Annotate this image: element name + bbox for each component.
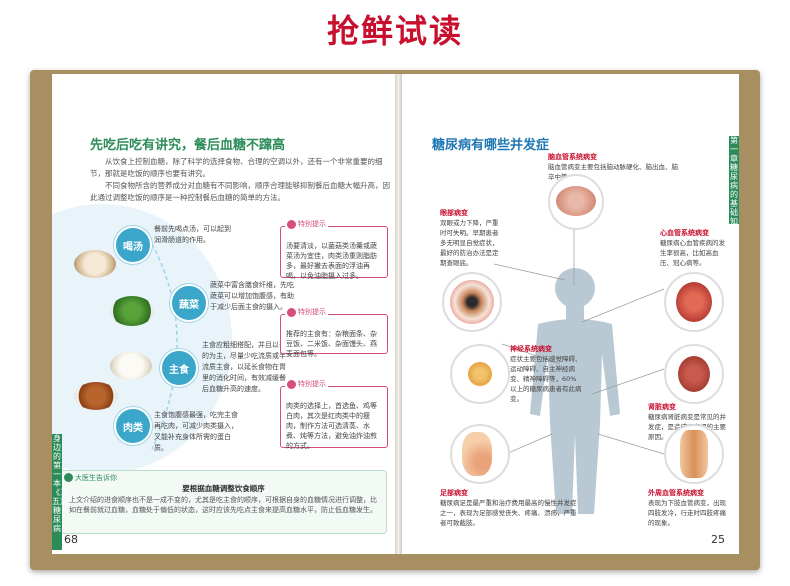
right-side-tab: 第一章 糖尿病的基础知识: [729, 136, 739, 235]
tip-soup-text: 汤要清淡，以菌菇类汤羹或蔬菜汤为宜佳，肉类汤重则脂肪多，最好撇去表面的浮油再喝，…: [286, 242, 377, 280]
comp-nerve-title: 神经系统病变: [510, 345, 552, 353]
tip-icon: [287, 379, 296, 389]
tip-soup: 特别提示 汤要清淡，以菌菇类汤羹或蔬菜汤为宜佳，肉类汤重则脂肪多，最好撇去表面的…: [280, 219, 388, 280]
intro-paragraph-1: 从饮食上控制血糖，除了科学的选择食物、合理的空调以外，还有一个非常重要的细节，那…: [90, 157, 383, 178]
soup-bowl-image: [74, 250, 116, 278]
rice-bowl-image: [110, 352, 152, 380]
step-vegetable-label: 蔬菜: [179, 299, 199, 311]
eye-image: [442, 272, 502, 332]
comp-nerve-text: 症状主要包括感觉障碍、运动障碍、自主神经病变、精神障碍等，60%以上的糖尿病患者…: [510, 355, 582, 403]
tip-meat: 特别提示 肉类的选择上，首选鱼、鸡等白肉，其次是红肉类中的瘦肉，制作方法可选清蒸…: [280, 379, 388, 450]
brain-image: [548, 174, 604, 230]
step-staple-badge: 主食: [160, 349, 198, 387]
comp-vessel-title: 外周血管系统病变: [648, 489, 704, 497]
step-soup-text: 餐前先喝点汤，可以起到润滑肠道的作用。: [154, 225, 231, 244]
intro-paragraph-2: 不同食物所含的营养成分对血糖有不同影响，顺序合理能够抑制餐后血糖大幅升高，因此通…: [90, 181, 390, 202]
meat-dish-image: [74, 382, 118, 410]
connector-lines: [493, 209, 665, 455]
right-page-number: 25: [711, 533, 725, 546]
tip-meat-text: 肉类的选择上，首选鱼、鸡等白肉，其次是红肉类中的瘦肉，制作方法可选清蒸、水煮、炖…: [286, 402, 377, 450]
comp-brain-title: 脑血管系统病变: [548, 153, 597, 161]
doctor-icon: [64, 473, 73, 482]
left-side-tab-text: 身边的第一本《三五》糖尿病: [52, 434, 68, 533]
left-section-title: 先吃后吃有讲究，餐后血糖不蹿高: [90, 138, 286, 153]
comp-kidney-title: 肾脏病变: [648, 403, 676, 411]
step-soup-badge: 喝汤: [114, 226, 152, 264]
tip-staple-label-text: 特别提示: [298, 308, 326, 316]
step-soup-label: 喝汤: [123, 241, 143, 253]
left-side-tab: 身边的第一本《三五》糖尿病: [52, 434, 68, 550]
tip-icon: [287, 219, 296, 229]
step-vegetable-text: 蔬菜中富含膳食纤维，先吃蔬菜可以增加饱腹感，有助于减少后面主食的摄入。: [210, 281, 294, 311]
doctor-text: 上文介绍的进食顺序也不是一成不变的，尤其是吃主食的顺序，可根据自身的血糖情况进行…: [69, 496, 377, 514]
nerve-image: [450, 344, 510, 404]
left-page: 先吃后吃有讲究，餐后血糖不蹿高 从饮食上控制血糖，除了科学的选择食物、合理的空调…: [52, 74, 395, 554]
doctor-title: 要根据血糖调整饮食顺序: [182, 484, 265, 493]
doctor-advice-box: 大医生告诉你 要根据血糖调整饮食顺序 上文介绍的进食顺序也不是一成不变的，尤其是…: [60, 470, 387, 534]
right-section-title: 糖尿病有哪些并发症: [432, 138, 550, 153]
comp-heart-text: 糖尿病心血管疾病的发生率很高，比如高血压、冠心病等。: [660, 239, 725, 267]
banner: 抢鲜试读: [0, 0, 790, 60]
book-spine: [395, 74, 402, 554]
right-page: 糖尿病有哪些并发症 脑血管系统病变 脑血管病变主要包括脑动脉硬化、脑出血、脑卒中…: [402, 74, 739, 554]
comp-heart-title: 心血管系统病变: [660, 229, 709, 237]
vegetable-plate-image: [110, 296, 154, 326]
comp-foot-title: 足部病变: [440, 489, 468, 497]
comp-eye-title: 眼部病变: [440, 209, 468, 217]
right-side-tab-text: 第一章 糖尿病的基础知识: [730, 136, 738, 235]
comp-foot-text: 糖尿病足是最严重和治疗费用最高的慢性并发症之一，表现为足部感觉丧失、疼痛、溃疡，…: [440, 499, 577, 527]
step-meat-badge: 肉类: [114, 407, 152, 445]
foot-image: [450, 424, 510, 484]
tip-icon: [287, 307, 296, 317]
tip-meat-label-text: 特别提示: [298, 380, 326, 388]
step-meat-text: 主食饱腹感最强，吃完主食再吃肉，可减少肉类摄入，又能补充身体所需的蛋白质。: [154, 411, 238, 452]
kidney-image: [664, 344, 724, 404]
tip-soup-label: 特别提示: [285, 219, 328, 229]
comp-eye-text: 双眼或力下降，严重时可失明。早期患者多无明显自觉症状，最好的防治办法是定期查眼底…: [440, 219, 499, 267]
tip-staple-label: 特别提示: [285, 307, 328, 317]
tip-staple-text: 推荐的主食有：杂粮面条、杂豆饭、二米饭、杂面馒头、燕麦面包等。: [286, 330, 377, 358]
doctor-label: 大医生告诉你: [75, 474, 117, 482]
tip-staple: 特别提示 推荐的主食有：杂粮面条、杂豆饭、二米饭、杂面馒头、燕麦面包等。: [280, 307, 388, 358]
book-spread: 先吃后吃有讲究，餐后血糖不蹿高 从饮食上控制血糖，除了科学的选择食物、合理的空调…: [30, 70, 760, 570]
tip-meat-label: 特别提示: [285, 379, 328, 389]
step-staple-text: 主食应粗细搭配，并且以干的为主，尽量少吃流质或半流质主食，以延长食物在胃里的消化…: [202, 341, 286, 393]
left-page-number: 68: [64, 533, 78, 546]
banner-title: 抢鲜试读: [326, 12, 463, 50]
step-vegetable-badge: 蔬菜: [170, 284, 208, 322]
body-silhouette: [530, 268, 620, 514]
comp-vessel-text: 表现为下肢血管病变，出现四肢发冷，行走时四肢疼痛的现象。: [648, 499, 726, 527]
vessel-image: [664, 424, 724, 484]
tip-soup-label-text: 特别提示: [298, 220, 326, 228]
heart-image: [664, 272, 724, 332]
step-staple-label: 主食: [169, 364, 189, 376]
step-meat-label: 肉类: [123, 422, 143, 434]
